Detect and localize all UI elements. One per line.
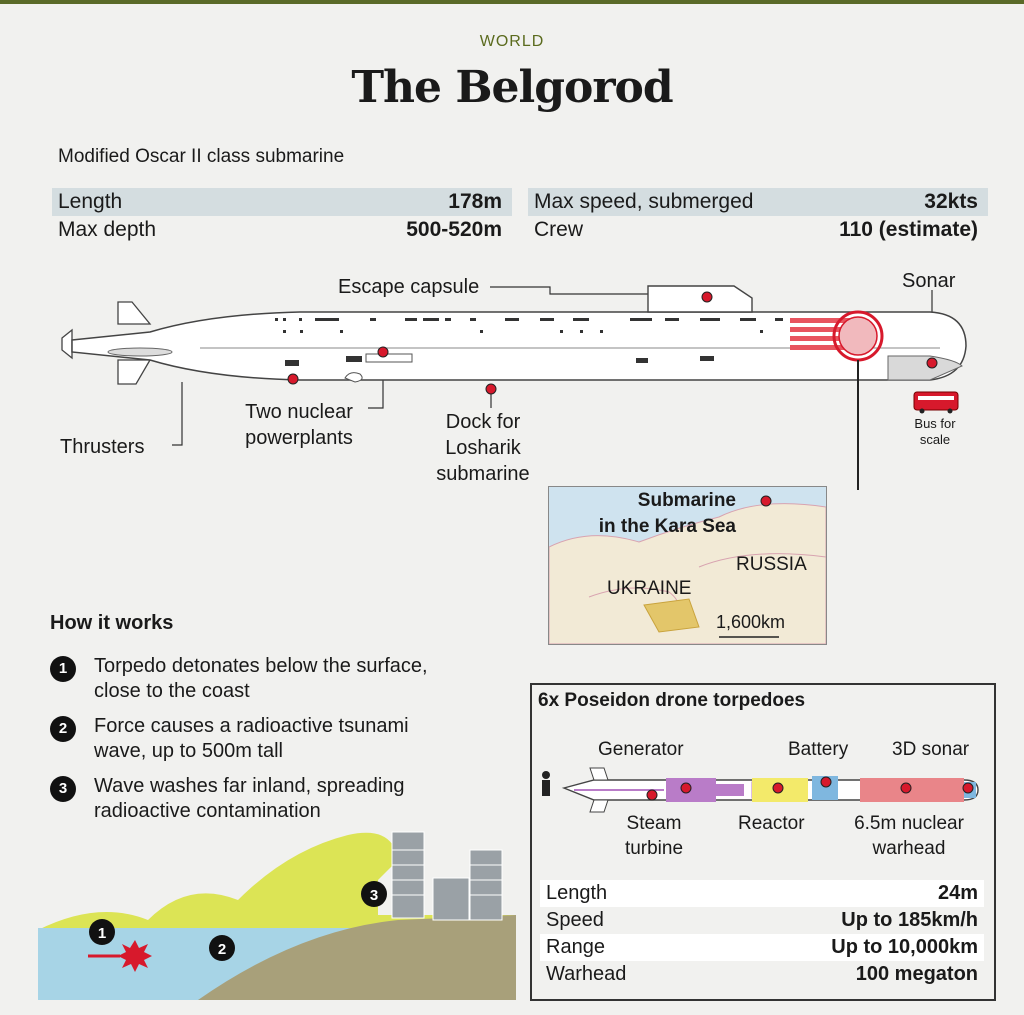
section-label[interactable]: WORLD	[479, 33, 545, 50]
torpedo-row-label: Length	[546, 882, 608, 904]
step-text: Force causes a radioactive tsunami wave,…	[94, 715, 409, 762]
map-ukraine: UKRAINE	[607, 578, 692, 599]
step-number: 3	[50, 776, 76, 802]
label-powerplants-line1: Two nuclear	[245, 401, 353, 423]
label-escape-capsule: Escape capsule	[338, 276, 480, 298]
label-steam-line1: Steam	[626, 813, 682, 834]
step-text: Torpedo detonates below the surface, clo…	[94, 655, 428, 702]
location-map	[548, 486, 827, 645]
spec-length: Length 178m	[52, 188, 512, 216]
label-battery: Battery	[788, 739, 849, 760]
spec-length-value: 178m	[448, 190, 502, 213]
label-dock-line1: Dock for	[445, 411, 521, 433]
map-graphic	[549, 495, 826, 644]
label-powerplants: Two nuclear powerplants	[234, 399, 364, 451]
label-thrusters: Thrusters	[60, 436, 145, 458]
torpedo-diagram	[542, 767, 979, 813]
spec-depth: Max depth 500-520m	[52, 216, 512, 244]
label-warhead-line1: 6.5m nuclear	[854, 813, 964, 834]
spec-length-label: Length	[58, 190, 123, 213]
torpedo-row-value: 100 megaton	[855, 963, 978, 985]
map-caption-line2: in the Kara Sea	[598, 516, 736, 537]
map-caption-line1: Submarine	[637, 490, 736, 511]
spec-crew-value: 110 (estimate)	[839, 218, 978, 241]
spec-depth-label: Max depth	[58, 218, 157, 241]
torpedo-row-label: Range	[546, 936, 605, 958]
label-sonar: Sonar	[902, 270, 956, 292]
label-dock: Dock for Losharik submarine	[418, 409, 548, 487]
label-bus-line2: scale	[919, 432, 951, 447]
map-russia: RUSSIA	[736, 554, 807, 575]
label-reactor: Reactor	[738, 813, 805, 834]
page-title: The Belgorod	[351, 62, 673, 113]
label-bus: Bus for scale	[905, 416, 965, 448]
torpedo-row: Warhead 100 megaton	[540, 961, 984, 988]
label-generator: Generator	[598, 739, 684, 760]
torpedo-row: Range Up to 10,000km	[540, 934, 984, 961]
torpedo-row-value: Up to 10,000km	[831, 936, 978, 958]
svg-text:3: 3	[370, 887, 378, 904]
svg-text:2: 2	[218, 941, 226, 958]
submarine-illustration	[61, 285, 967, 490]
spec-crew: Crew 110 (estimate)	[528, 216, 988, 244]
label-warhead: 6.5m nuclear warhead	[842, 811, 976, 861]
map-caption: Submarine in the Kara Sea	[588, 488, 736, 540]
label-powerplants-line2: powerplants	[245, 427, 353, 449]
spec-speed-label: Max speed, submerged	[534, 190, 754, 213]
step-text: Wave washes far inland, spreading radioa…	[94, 775, 405, 822]
spec-depth-value: 500-520m	[406, 218, 502, 241]
spec-crew-label: Crew	[534, 218, 584, 241]
label-steam-line2: turbine	[624, 838, 684, 859]
spec-speed-value: 32kts	[924, 190, 978, 213]
top-rule	[0, 0, 1024, 4]
label-warhead-line2: warhead	[872, 838, 946, 859]
label-dock-line3: submarine	[436, 463, 530, 485]
torpedo-row: Speed Up to 185km/h	[540, 907, 984, 934]
label-3d-sonar: 3D sonar	[892, 739, 970, 760]
step-number: 2	[50, 716, 76, 742]
svg-text:1: 1	[98, 925, 106, 942]
torpedo-row: Length 24m	[540, 880, 984, 907]
torpedo-row-value: Up to 185km/h	[841, 909, 978, 931]
step-number: 1	[50, 656, 76, 682]
how-title: How it works	[50, 612, 174, 634]
spec-speed: Max speed, submerged 32kts	[528, 188, 988, 216]
label-bus-line1: Bus for	[914, 416, 956, 431]
subtitle: Modified Oscar II class submarine	[58, 146, 345, 167]
torpedo-row-value: 24m	[937, 882, 978, 904]
torpedo-row-label: Speed	[546, 909, 604, 931]
tsunami-illustration: 1 2 3	[38, 831, 516, 1000]
torpedo-row-label: Warhead	[546, 963, 627, 985]
label-dock-line2: Losharik	[445, 437, 521, 459]
panel-title: 6x Poseidon drone torpedoes	[538, 690, 806, 711]
map-scale: 1,600km	[716, 612, 786, 632]
label-steam-turbine: Steam turbine	[604, 811, 704, 861]
